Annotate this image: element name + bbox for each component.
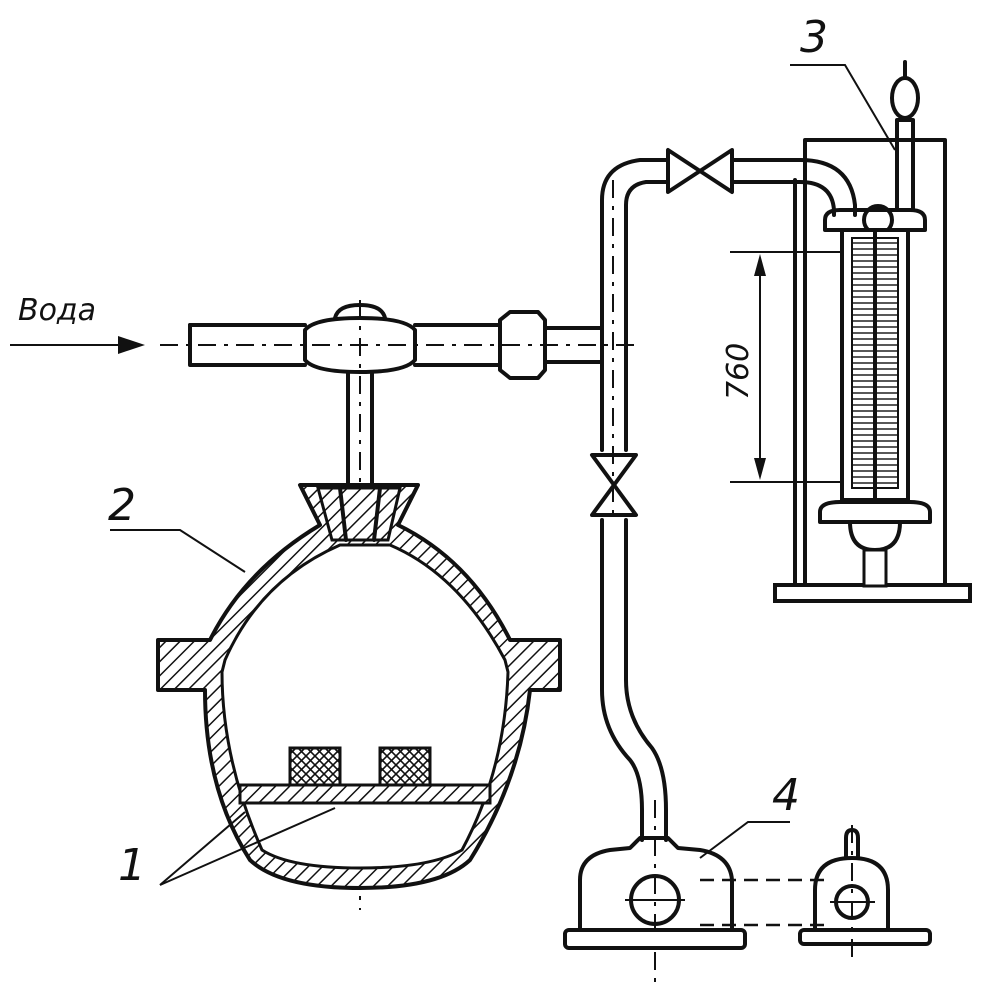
leader-lines xyxy=(110,64,896,886)
callout-label-3: 3 xyxy=(800,12,828,63)
flask-vessel xyxy=(156,483,562,890)
water-inflow-arrow xyxy=(10,336,145,354)
vacuum-line xyxy=(590,158,670,985)
lower-valve xyxy=(590,453,638,517)
callout-label-4: 4 xyxy=(772,770,800,821)
callout-label-1: 1 xyxy=(118,840,146,891)
dimension-value: 760 xyxy=(721,343,756,400)
dimension-760 xyxy=(730,251,842,483)
sample-block-right xyxy=(378,746,432,787)
water-inflow-label: Вода xyxy=(18,293,96,328)
pump-motor xyxy=(798,825,932,960)
drive-belt xyxy=(700,878,830,927)
upper-valve xyxy=(666,148,734,194)
inlet-pipe xyxy=(160,303,640,380)
vacuum-pump xyxy=(563,836,747,950)
sample-block-left xyxy=(288,746,342,787)
callout-label-2: 2 xyxy=(108,480,136,531)
manometer xyxy=(773,60,972,603)
